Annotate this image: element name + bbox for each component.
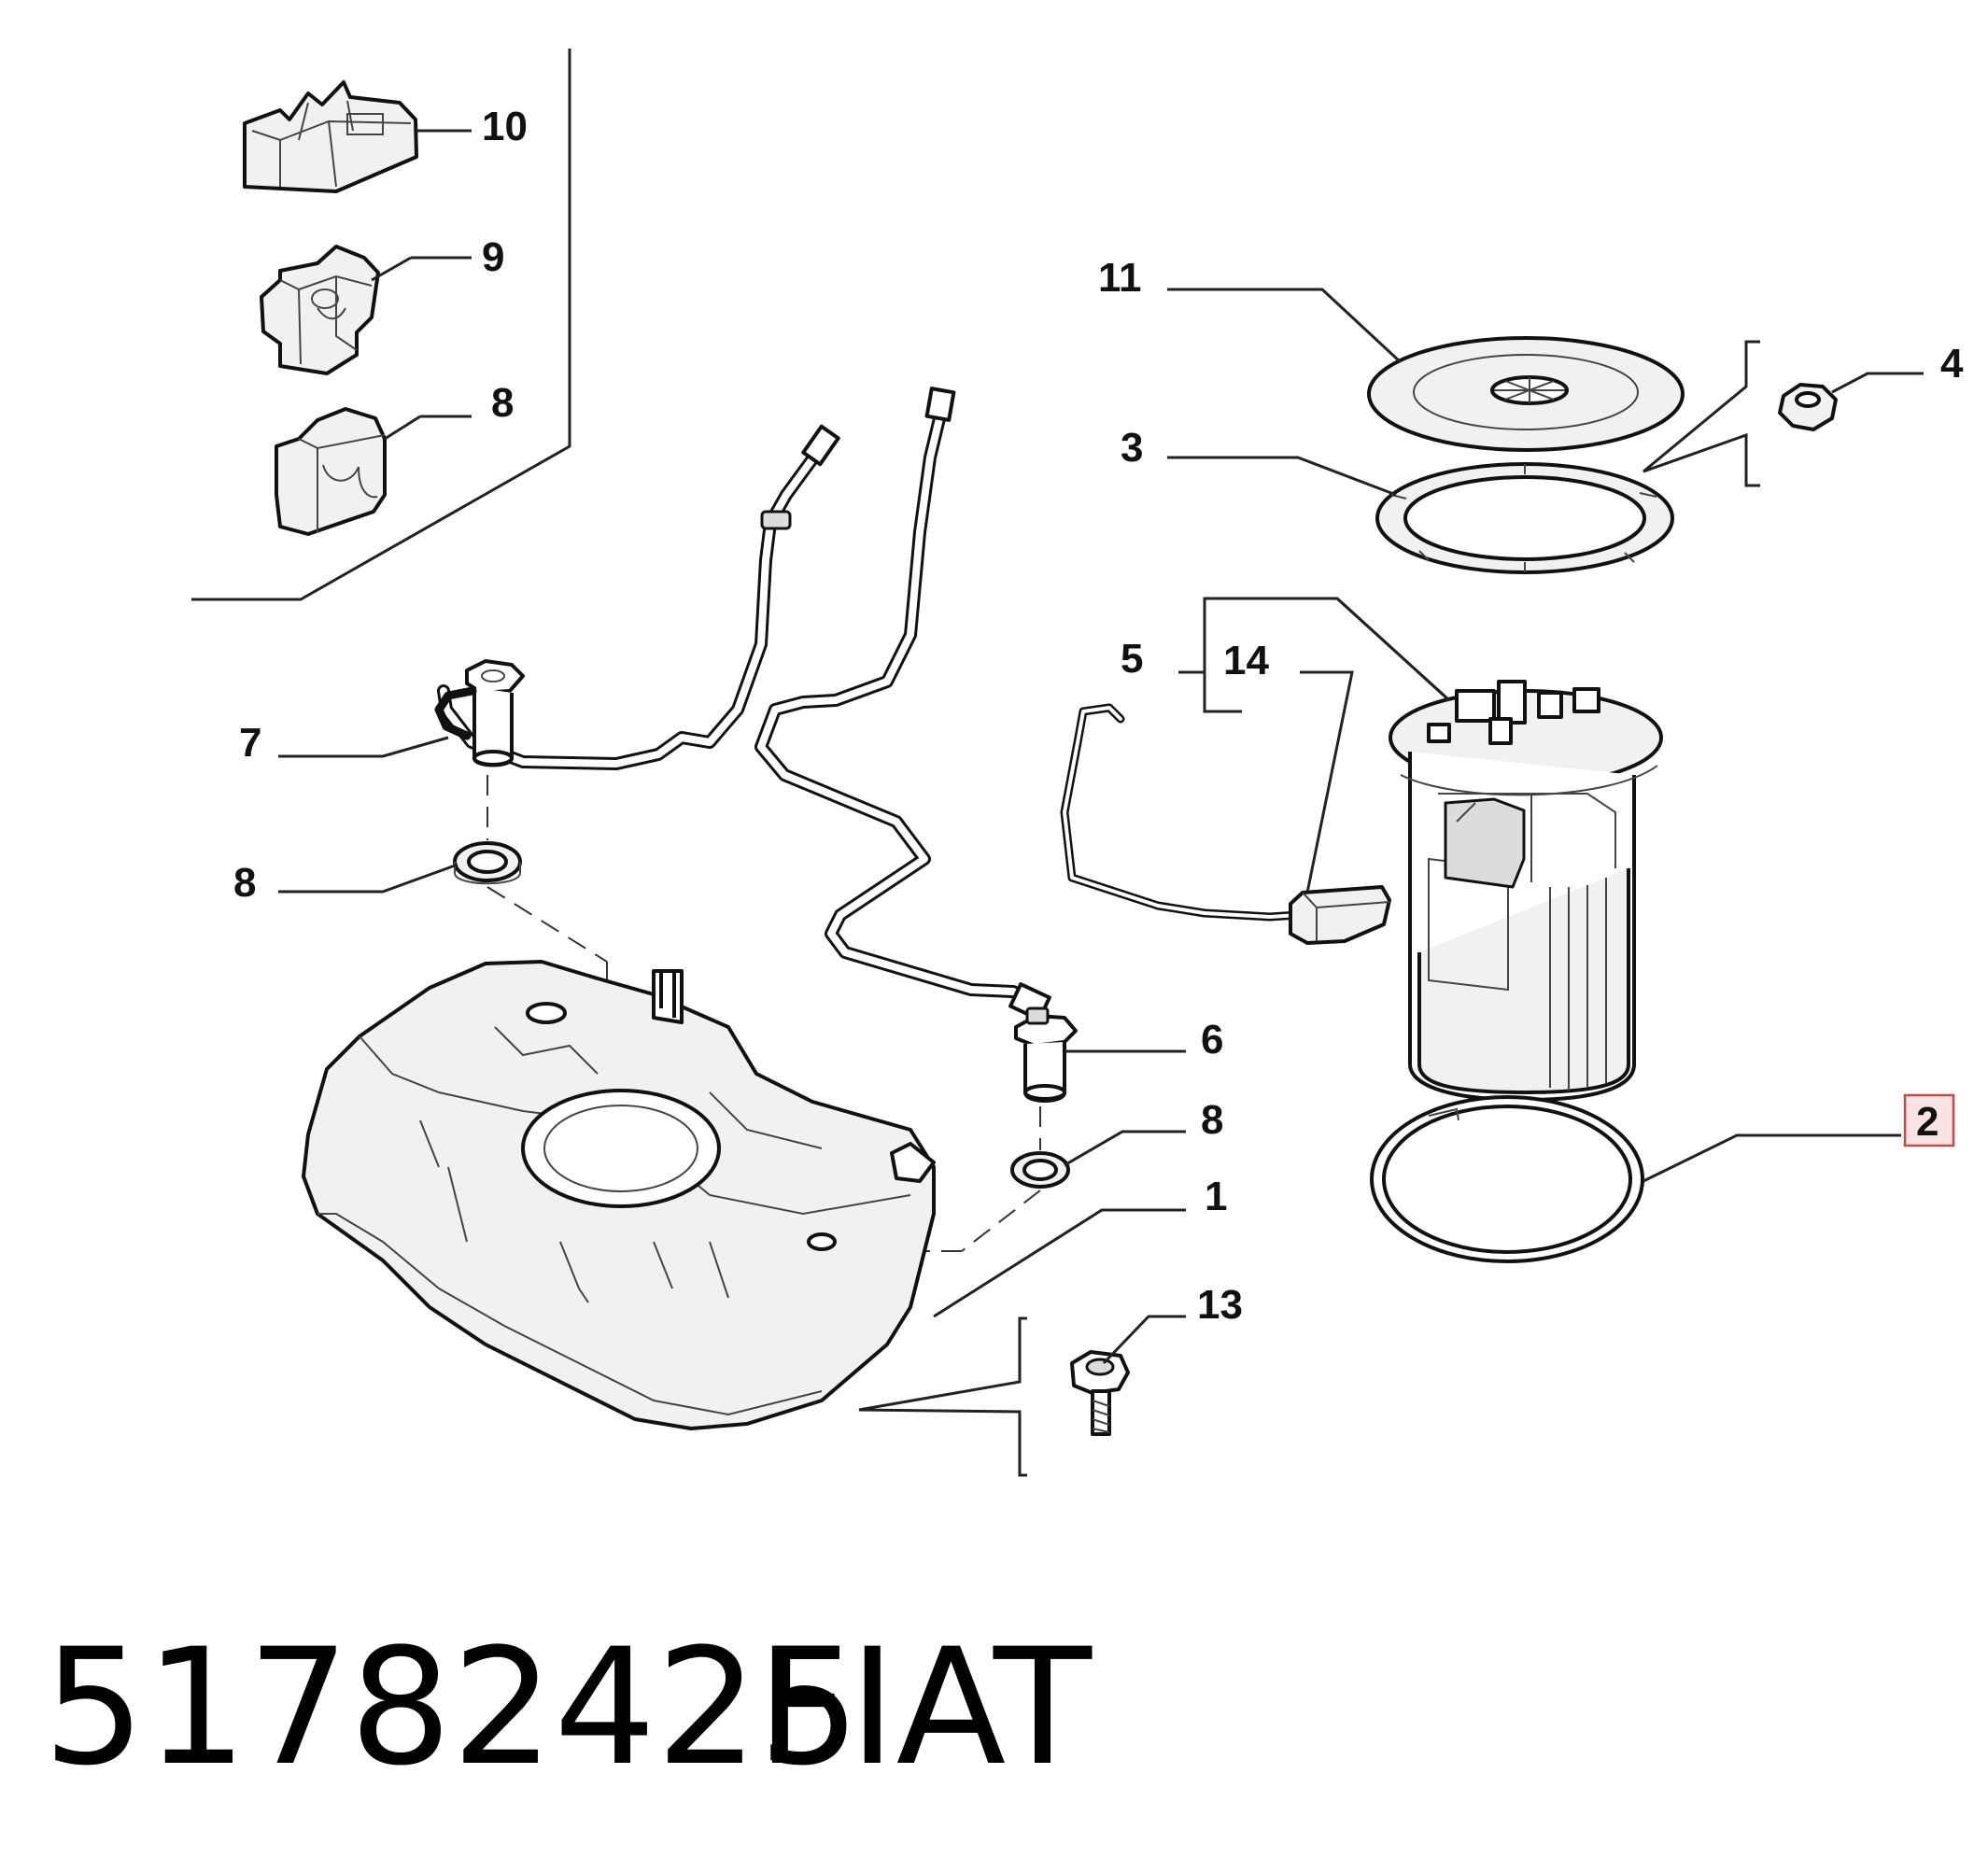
leader-14: [1300, 670, 1354, 894]
grommet-8a: [453, 841, 522, 885]
nut-4: [1778, 383, 1838, 431]
leader-3: [1167, 456, 1397, 497]
leader-10: [371, 256, 412, 282]
fuel-lines: [437, 387, 1051, 1021]
clip-9: [275, 407, 387, 536]
part-number: 51782425: [43, 1613, 860, 1801]
leader-12: [1167, 288, 1403, 364]
leader-13: [1102, 1315, 1186, 1365]
bracket-4: [1643, 340, 1760, 487]
screw-13: [1070, 1350, 1130, 1436]
callout-7[interactable]: 7: [239, 720, 261, 766]
callout-10[interactable]: 9: [482, 234, 504, 280]
bracket-11: [243, 80, 418, 193]
callout-labels: 10 9 8 11 3 4 5 14 7 8 6 8 1 13 2: [233, 104, 1964, 1328]
bracket-13: [858, 1316, 1027, 1477]
leader-5-to-module: [1335, 597, 1451, 702]
leader-8b: [1064, 1130, 1186, 1167]
callout-6[interactable]: 6: [1201, 1017, 1223, 1063]
callout-14[interactable]: 14: [1223, 638, 1269, 683]
grommet-8b: [1010, 1151, 1070, 1189]
callout-8-upper[interactable]: 8: [233, 860, 256, 906]
callout-4[interactable]: 4: [1940, 341, 1964, 387]
callout-9[interactable]: 8: [491, 380, 514, 426]
vent-valve-6: [1014, 1006, 1078, 1103]
leader-1: [933, 1208, 1186, 1318]
fuel-tank-1: [302, 960, 936, 1430]
callout-8-lower[interactable]: 8: [1201, 1097, 1223, 1143]
bracket-5-14: [1178, 597, 1451, 713]
callout-13[interactable]: 13: [1197, 1282, 1243, 1328]
vent-valve-7: [434, 659, 525, 767]
cover-12: [1367, 336, 1685, 452]
fuel-pump-module: [1389, 680, 1663, 1102]
leader-9: [384, 415, 421, 441]
leader-7: [278, 736, 449, 758]
inset-border: [191, 49, 571, 601]
level-sender-5: [1060, 703, 1303, 922]
callout-2[interactable]: 2: [1916, 1099, 1939, 1145]
seal-ring-2: [1370, 1095, 1644, 1263]
callout-11[interactable]: 10: [482, 104, 528, 149]
callout-3[interactable]: 3: [1121, 425, 1143, 471]
callout-5[interactable]: 5: [1121, 636, 1143, 682]
float-14: [1289, 885, 1391, 945]
callout-12[interactable]: 11: [1098, 255, 1142, 301]
leader-2: [1643, 1133, 1901, 1183]
clip-10: [260, 245, 380, 375]
gasket-3: [1375, 462, 1674, 574]
callout-2-highlight: [1903, 1093, 1955, 1147]
callout-1[interactable]: 1: [1205, 1174, 1227, 1219]
leader-8a: [278, 863, 458, 894]
leader-4: [1831, 372, 1924, 394]
brand-name: FIAT: [756, 1613, 1093, 1801]
